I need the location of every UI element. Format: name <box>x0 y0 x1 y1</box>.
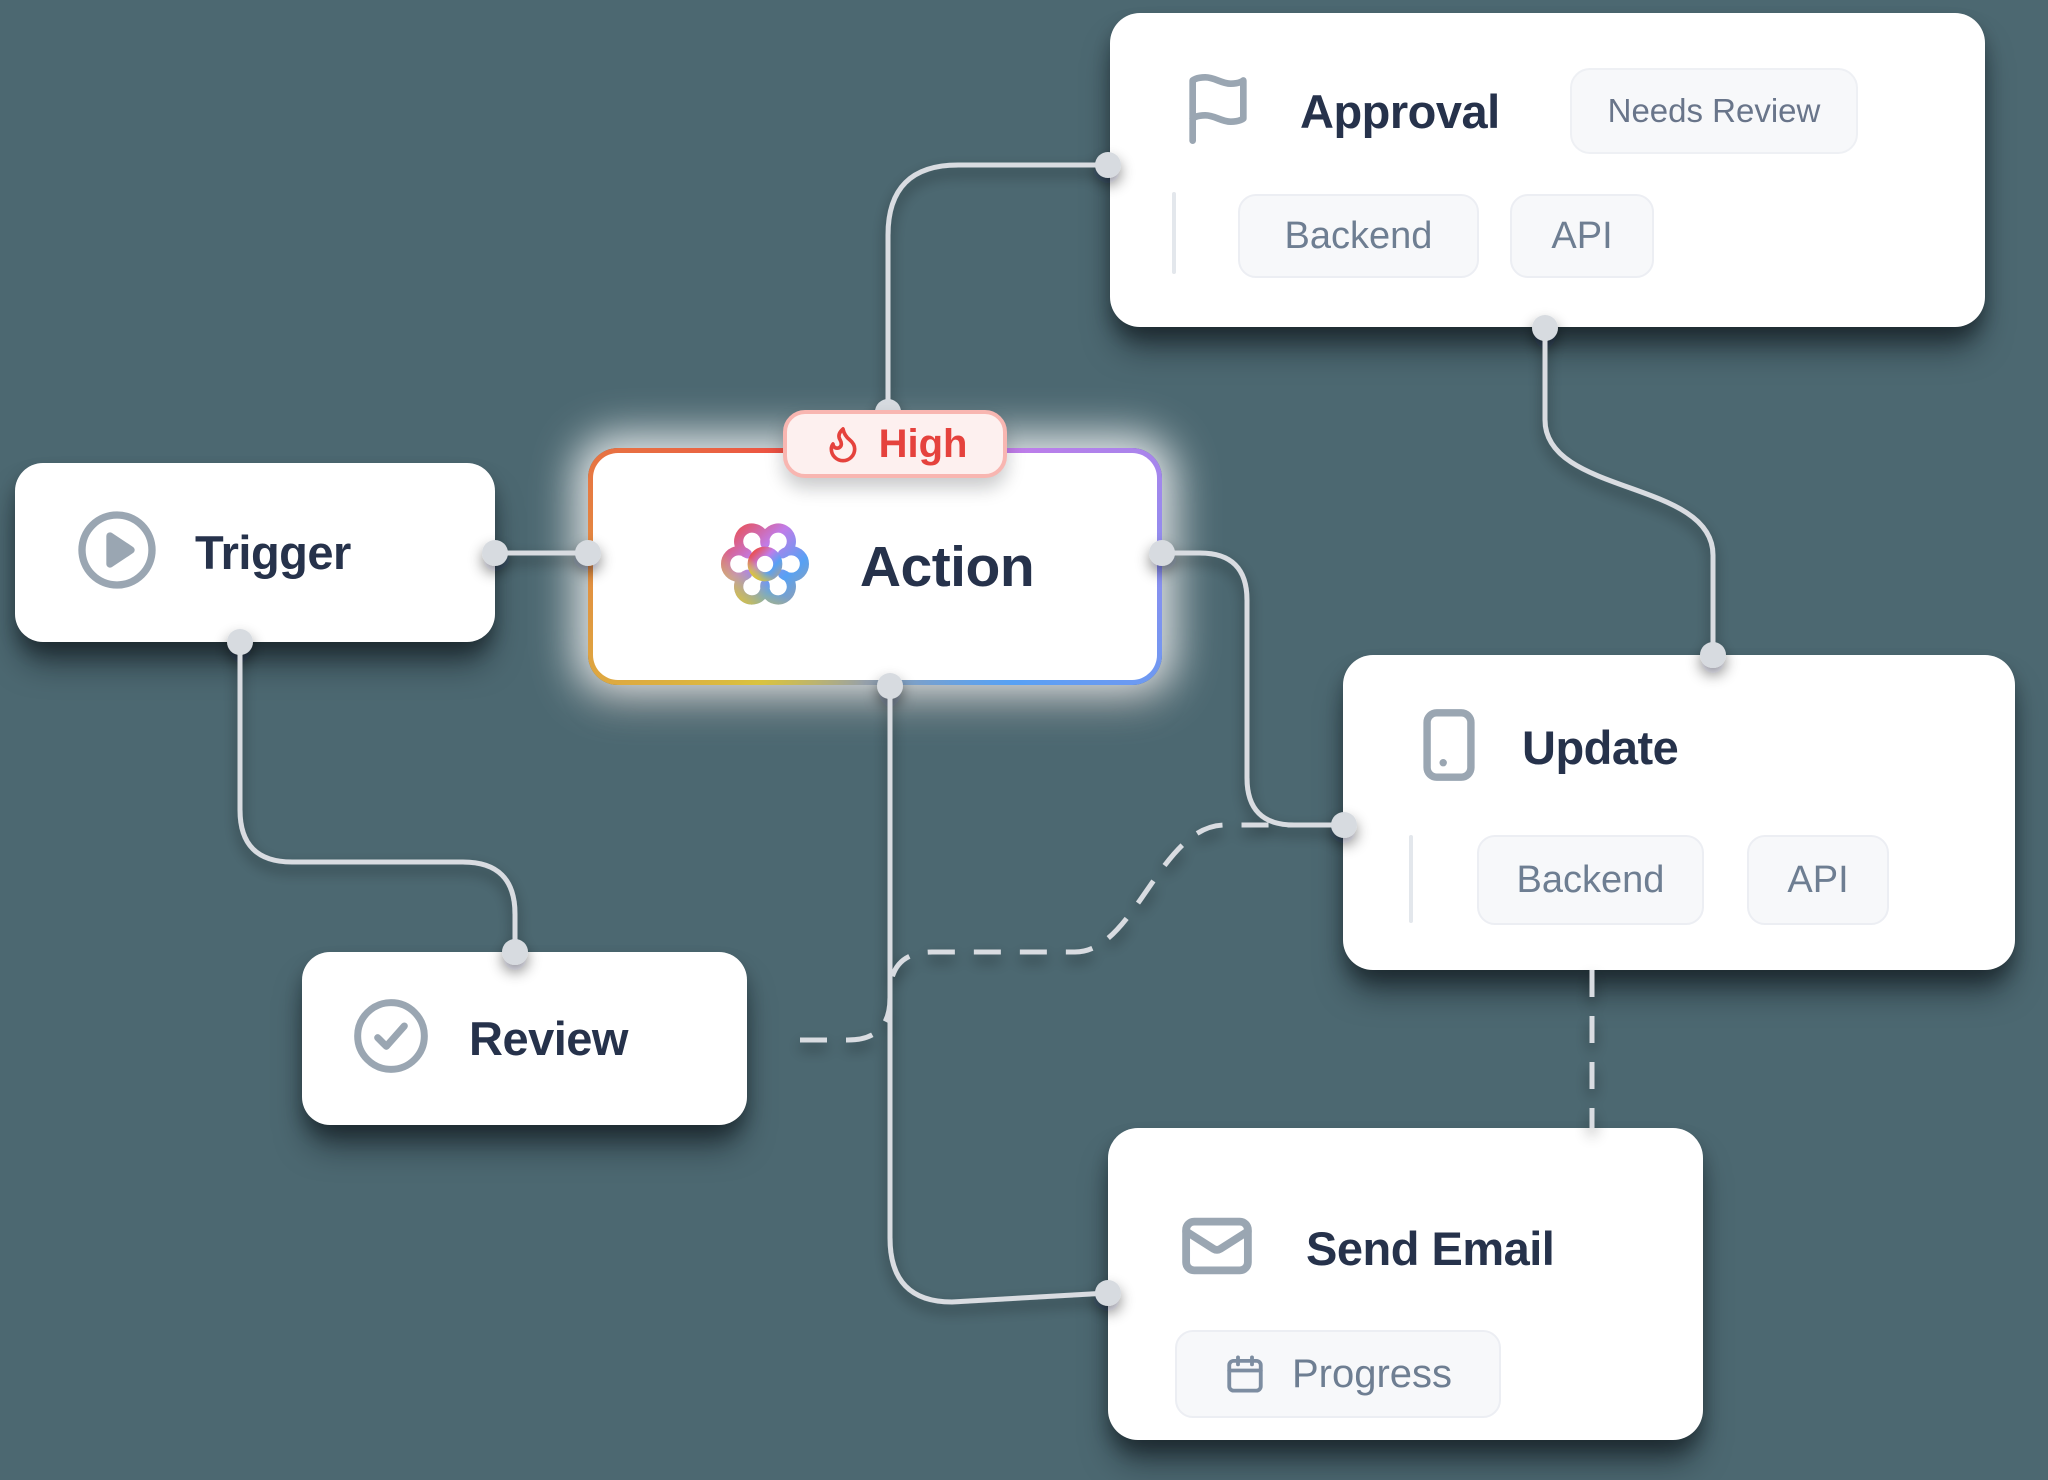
status-badge: Needs Review <box>1570 68 1858 154</box>
node-label: Send Email <box>1306 1221 1555 1275</box>
node-trigger[interactable]: Trigger <box>15 463 495 642</box>
gear-icon <box>716 515 814 618</box>
edge-approval-update <box>1542 328 1716 655</box>
node-label: Action <box>859 534 1035 599</box>
node-action[interactable]: Action <box>588 448 1162 685</box>
node-label: Approval <box>1300 84 1500 138</box>
mail-icon <box>1178 1207 1256 1290</box>
tag-label: API <box>1787 858 1849 901</box>
tag-label: Progress <box>1291 1351 1453 1396</box>
tag-label: API <box>1551 214 1613 257</box>
tag-row-divider <box>1172 192 1176 274</box>
tag-backend: Backend <box>1238 194 1479 278</box>
node-review[interactable]: Review <box>302 952 747 1125</box>
edge-review-update-dashed <box>800 822 1344 1043</box>
node-send-email[interactable]: Send Email Progress <box>1108 1128 1703 1440</box>
tag-backend: Backend <box>1477 835 1704 925</box>
check-circle-icon <box>351 996 431 1081</box>
node-update[interactable]: Update Backend API <box>1343 655 2015 970</box>
node-approval[interactable]: Approval Needs Review Backend API <box>1110 13 1985 327</box>
priority-badge-high: High <box>783 410 1007 478</box>
tag-api: API <box>1510 194 1654 278</box>
tag-api: API <box>1747 835 1889 925</box>
calendar-icon <box>1224 1353 1266 1395</box>
node-label: Update <box>1522 720 1679 774</box>
edge-action-sendemail <box>887 686 1109 1305</box>
node-label: Review <box>469 1012 628 1065</box>
tag-label: Backend <box>1516 858 1665 901</box>
edge-trigger-review <box>237 642 518 952</box>
smartphone-icon <box>1420 706 1478 789</box>
node-label: Trigger <box>195 526 351 579</box>
flag-icon <box>1180 71 1256 152</box>
flame-icon <box>823 424 863 464</box>
status-badge-label: Needs Review <box>1607 92 1821 129</box>
edge-action-update <box>1162 550 1344 828</box>
tag-label: Backend <box>1284 214 1433 257</box>
tag-progress: Progress <box>1175 1330 1501 1418</box>
priority-badge-label: High <box>878 421 968 466</box>
play-circle-icon <box>75 508 159 597</box>
tag-row-divider <box>1409 835 1413 923</box>
edge-action-approval <box>885 162 1108 412</box>
